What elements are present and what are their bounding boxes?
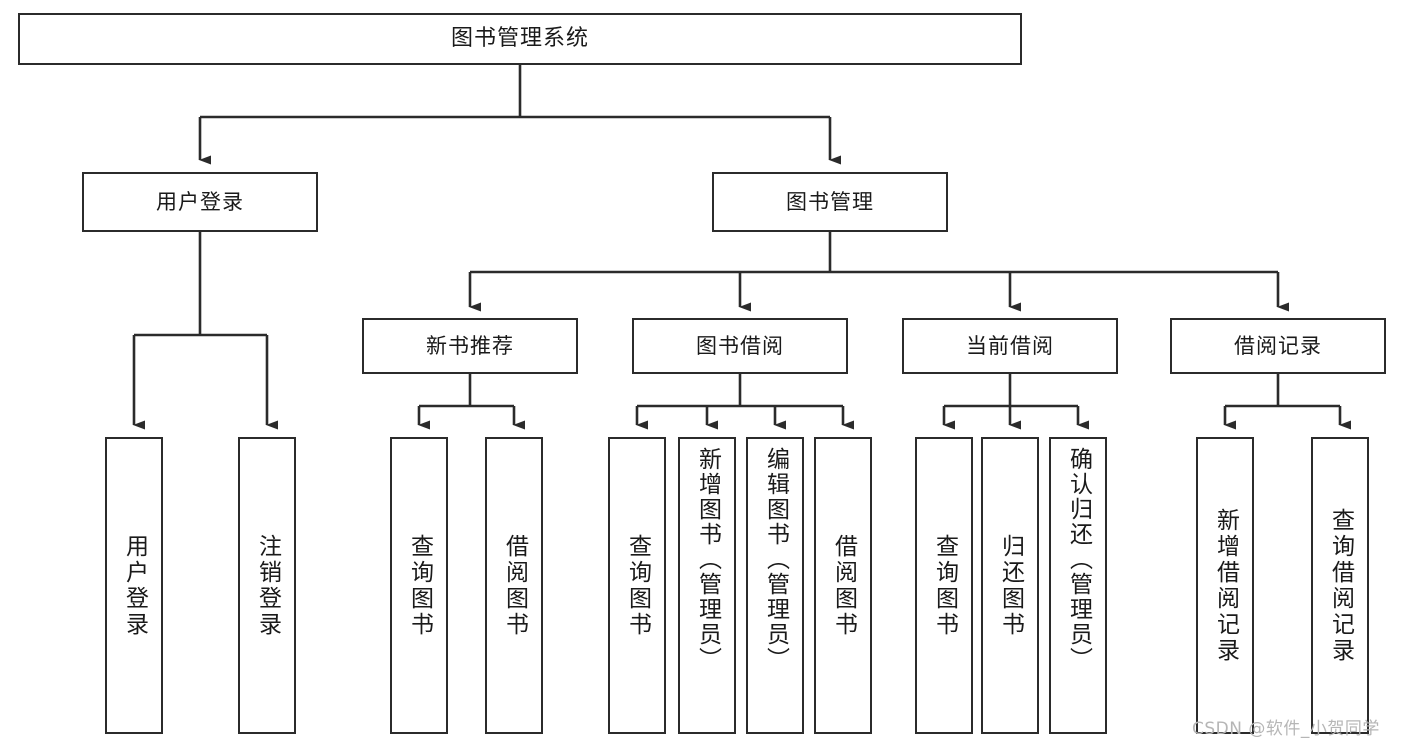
- node-label: 查询借阅记录: [1327, 507, 1354, 664]
- leaf-query-book-recommend[interactable]: 查询图书: [390, 437, 448, 734]
- node-label: 查询图书: [931, 533, 958, 638]
- leaf-add-borrow-record[interactable]: 新增借阅记录: [1196, 437, 1254, 734]
- leaf-return-book[interactable]: 归还图书: [981, 437, 1039, 734]
- node-label: 用户登录: [121, 533, 148, 638]
- node-label: 查询图书: [624, 533, 651, 638]
- leaf-query-book-borrow[interactable]: 查询图书: [608, 437, 666, 734]
- node-label: 图书管理: [786, 189, 874, 214]
- leaf-borrow-book[interactable]: 借阅图书: [814, 437, 872, 734]
- node-label: 编辑图书（管理员）: [762, 447, 789, 672]
- node-book-management[interactable]: 图书管理: [712, 172, 948, 232]
- node-new-book-recommend[interactable]: 新书推荐: [362, 318, 578, 374]
- node-label: 借阅图书: [830, 533, 857, 638]
- leaf-user-login[interactable]: 用户登录: [105, 437, 163, 734]
- watermark: CSDN @软件_小贺同学: [1192, 719, 1380, 739]
- node-label: 当前借阅: [966, 333, 1054, 358]
- node-label: 用户登录: [156, 189, 244, 214]
- node-label: 新增图书（管理员）: [694, 447, 721, 672]
- leaf-query-book-current[interactable]: 查询图书: [915, 437, 973, 734]
- leaf-borrow-book-recommend[interactable]: 借阅图书: [485, 437, 543, 734]
- node-label: 新书推荐: [426, 333, 514, 358]
- node-user-login[interactable]: 用户登录: [82, 172, 318, 232]
- node-label: 确认归还（管理员）: [1065, 447, 1092, 672]
- node-label: 注销登录: [254, 533, 281, 638]
- node-label: 借阅图书: [501, 533, 528, 638]
- node-label: 新增借阅记录: [1212, 507, 1239, 664]
- leaf-edit-book-admin[interactable]: 编辑图书（管理员）: [746, 437, 804, 734]
- node-current-borrow[interactable]: 当前借阅: [902, 318, 1118, 374]
- node-label: 查询图书: [406, 533, 433, 638]
- node-root-system[interactable]: 图书管理系统: [18, 13, 1022, 65]
- node-label: 借阅记录: [1234, 333, 1322, 358]
- node-label: 图书借阅: [696, 333, 784, 358]
- node-book-borrow[interactable]: 图书借阅: [632, 318, 848, 374]
- leaf-logout-login[interactable]: 注销登录: [238, 437, 296, 734]
- node-borrow-record[interactable]: 借阅记录: [1170, 318, 1386, 374]
- node-label: 图书管理系统: [450, 26, 589, 52]
- leaf-query-borrow-record[interactable]: 查询借阅记录: [1311, 437, 1369, 734]
- node-label: 归还图书: [997, 533, 1024, 638]
- leaf-confirm-return-admin[interactable]: 确认归还（管理员）: [1049, 437, 1107, 734]
- leaf-add-book-admin[interactable]: 新增图书（管理员）: [678, 437, 736, 734]
